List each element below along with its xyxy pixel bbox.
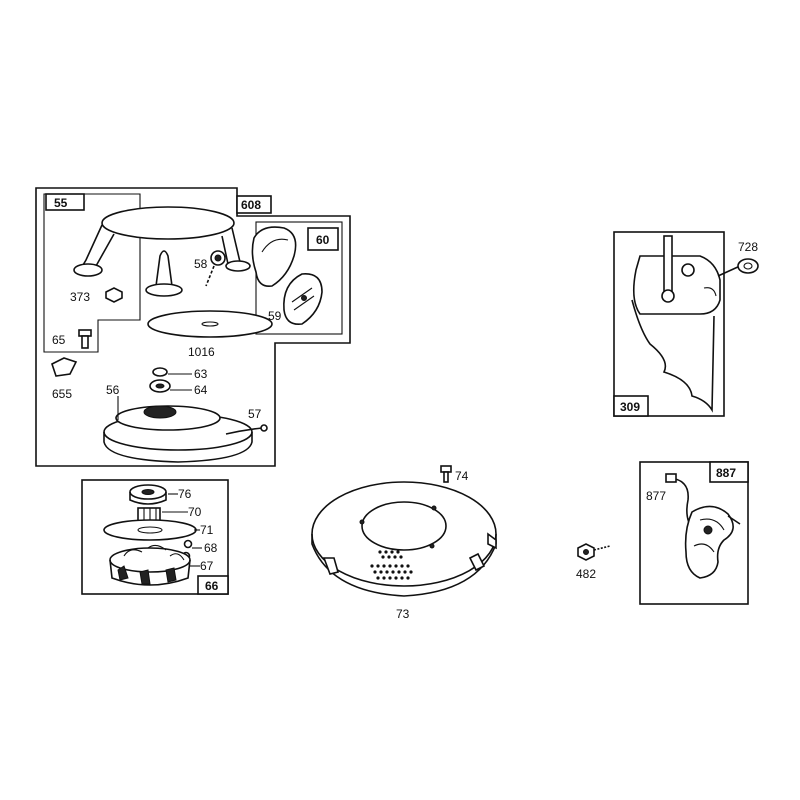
part-58-pin bbox=[205, 250, 226, 287]
part-59-handle-insert bbox=[283, 273, 323, 326]
armature-group: 887 877 bbox=[639, 461, 749, 605]
box-887-tag bbox=[709, 461, 749, 483]
part-60-starter-handle bbox=[251, 226, 297, 288]
part-label-65: 65 bbox=[52, 333, 66, 347]
part-label-655: 655 bbox=[52, 387, 72, 401]
box-66-outline bbox=[81, 479, 229, 595]
part-63-64-retainer bbox=[149, 367, 171, 393]
part-309-bracket bbox=[631, 235, 721, 413]
part-label-59: 59 bbox=[268, 309, 282, 323]
part-label-373: 373 bbox=[70, 290, 90, 304]
part-label-309: 309 bbox=[620, 400, 640, 414]
part-76-cap bbox=[129, 484, 167, 505]
part-728-clip bbox=[717, 258, 759, 277]
part-74-screw bbox=[440, 465, 452, 483]
screen-perforations bbox=[370, 550, 413, 580]
part-67-clutch-housing bbox=[109, 544, 191, 586]
part-label-728: 728 bbox=[738, 240, 758, 254]
part-655-clip bbox=[51, 357, 78, 377]
clutch-group: 66 76 70 71 68 bbox=[81, 479, 229, 595]
module-group: 309 728 bbox=[613, 231, 759, 417]
part-label-55: 55 bbox=[54, 196, 68, 210]
part-label-57: 57 bbox=[248, 407, 262, 421]
part-label-608: 608 bbox=[241, 198, 261, 212]
box-608-tag bbox=[236, 195, 272, 214]
box-55-outline bbox=[43, 193, 141, 353]
box-309-tag bbox=[613, 395, 649, 417]
box-887-outline bbox=[639, 461, 749, 605]
part-label-76: 76 bbox=[178, 487, 192, 501]
part-label-67: 67 bbox=[200, 559, 214, 573]
rewind-starter-group: 55 608 60 58 373 bbox=[35, 187, 351, 467]
part-65-screw bbox=[78, 329, 92, 349]
part-label-71: 71 bbox=[200, 523, 214, 537]
part-373-nut bbox=[105, 287, 123, 303]
part-label-68: 68 bbox=[204, 541, 218, 555]
part-label-877: 877 bbox=[646, 489, 666, 503]
part-877-armature bbox=[665, 473, 741, 579]
part-label-70: 70 bbox=[188, 505, 202, 519]
part-label-63: 63 bbox=[194, 367, 208, 381]
part-57-rope bbox=[225, 427, 263, 435]
box-55-tag bbox=[45, 193, 85, 211]
part-482-screw bbox=[577, 543, 611, 561]
part-56-pulley bbox=[103, 396, 253, 463]
part-label-482: 482 bbox=[576, 567, 596, 581]
box-66-tag bbox=[197, 575, 229, 595]
box-309-outline bbox=[613, 231, 725, 417]
part-label-58: 58 bbox=[194, 257, 208, 271]
part-label-73: 73 bbox=[396, 607, 410, 621]
part-1016-plate bbox=[147, 310, 273, 338]
box-60-tag bbox=[307, 227, 339, 251]
box-60-outline bbox=[255, 221, 343, 335]
part-label-60: 60 bbox=[316, 233, 330, 247]
part-label-74: 74 bbox=[455, 469, 469, 483]
part-label-66: 66 bbox=[205, 579, 219, 593]
part-label-64: 64 bbox=[194, 383, 208, 397]
part-73-screen bbox=[311, 481, 497, 597]
blower-housing-cover bbox=[73, 206, 251, 297]
part-71-washer bbox=[103, 519, 197, 541]
flywheel-screen-group: 74 7 bbox=[311, 465, 497, 621]
part-label-56: 56 bbox=[106, 383, 120, 397]
part-label-887: 887 bbox=[716, 466, 736, 480]
part-label-1016: 1016 bbox=[188, 345, 215, 359]
